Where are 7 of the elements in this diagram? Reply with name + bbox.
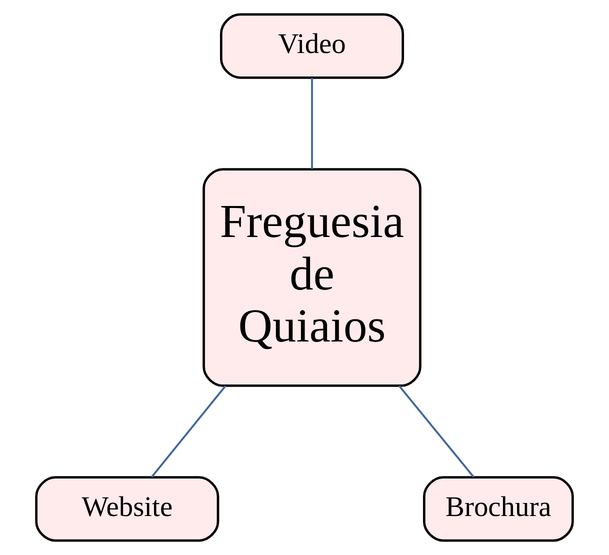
node-box: Website [35,476,220,542]
node-box: Freguesia de Quiaios [202,168,422,387]
node-box: Video [220,13,404,79]
connector [150,385,226,478]
connector [398,385,474,478]
connector [311,78,313,169]
node-box: Brochura [423,476,574,542]
